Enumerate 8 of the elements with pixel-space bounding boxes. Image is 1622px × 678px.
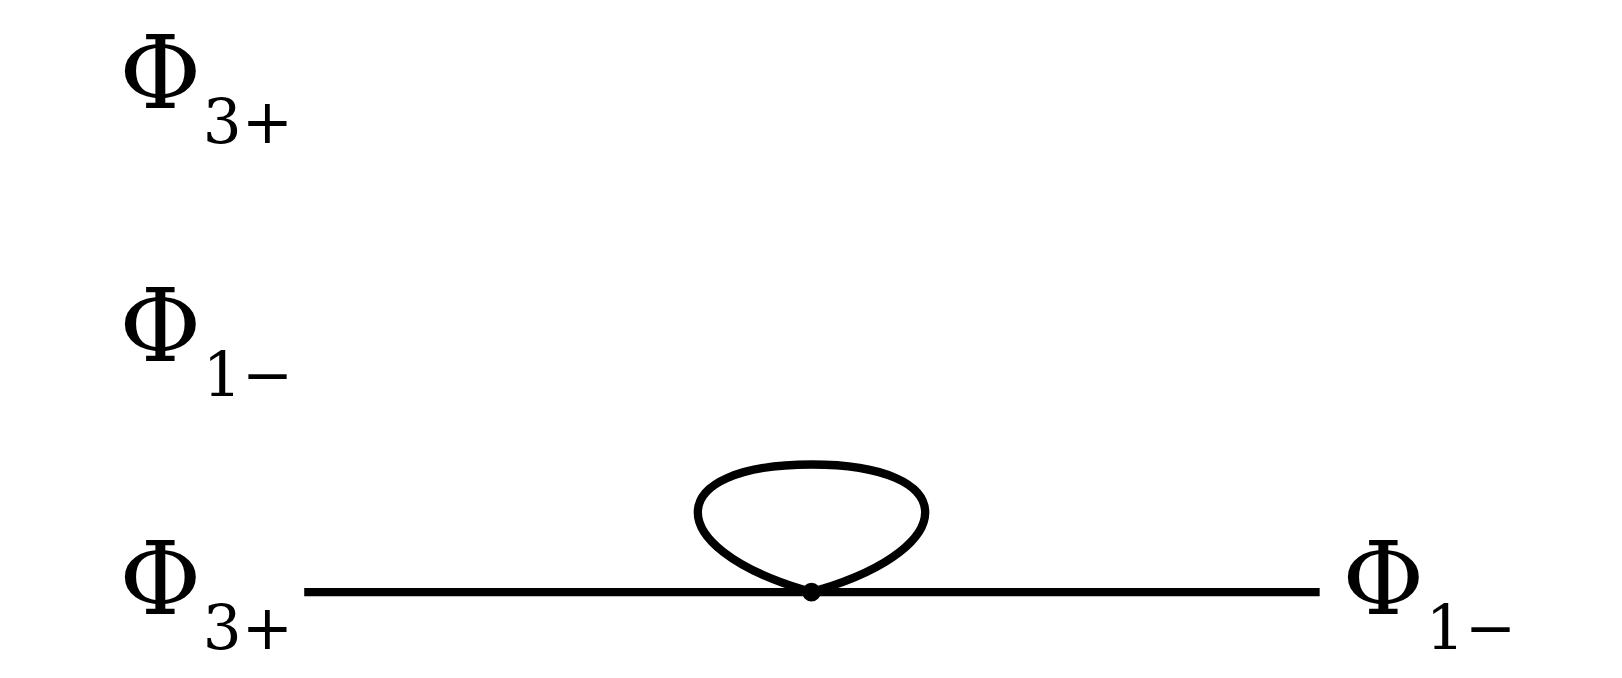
connector [819,587,1320,597]
label: Φ$_{1−}$ [118,267,293,411]
node-text: Φ$_{1−}$ [1341,520,1516,664]
connector [303,587,803,597]
connector [693,460,929,594]
node-point [801,582,821,602]
node-text: Φ$_{3+}$ [118,520,293,664]
label: Φ$_{3+}$ [118,14,293,158]
